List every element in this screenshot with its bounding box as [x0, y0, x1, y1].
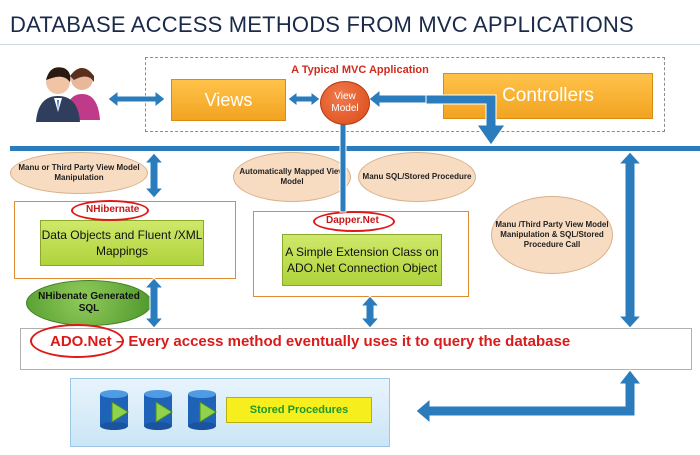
dapper-label: Dapper.Net: [326, 215, 379, 226]
nhibernate-ado-arrow: [143, 277, 165, 329]
viewmodel-dapper-line: [339, 113, 347, 213]
manual-viewmodel-ellipse: Manu or Third Party View Model Manipulat…: [10, 152, 148, 194]
users-icon: [28, 62, 108, 122]
manual-sql-ellipse: Manu SQL/Stored Procedure: [358, 152, 476, 202]
controllers-bus-arrow: [425, 94, 506, 146]
view-model-circle: View Model: [320, 81, 370, 125]
data-bus-bar: [10, 146, 700, 151]
database-icon: [98, 388, 134, 430]
ado-net-strip: [20, 328, 692, 370]
database-icon: [142, 388, 178, 430]
mvc-application-label: A Typical MVC Application: [291, 64, 429, 76]
nhibernate-highlight-ring: [71, 200, 149, 221]
auto-mapped-ellipse: Automatically Mapped View Model: [233, 152, 351, 202]
users-views-arrow: [107, 89, 166, 109]
ado-net-highlight-ring: [30, 324, 124, 358]
nhibernate-mappings-box: Data Objects and Fluent /XML Mappings: [40, 220, 204, 266]
ado-net-text: – Every access method eventually uses it…: [111, 333, 571, 350]
manual-third-party-ellipse: Manu /Third Party View Model Manipulatio…: [491, 196, 613, 274]
nhibernate-label: NHibernate: [86, 204, 140, 215]
dapper-extension-box: A Simple Extension Class on ADO.Net Conn…: [282, 234, 442, 286]
stored-procedures-box: Stored Procedures: [226, 397, 372, 423]
dapper-ado-arrow: [359, 295, 381, 329]
title-divider: [0, 44, 700, 45]
database-icon: [186, 388, 222, 430]
manual-nhibernate-arrow: [143, 152, 165, 199]
views-viewmodel-arrow: [287, 90, 321, 108]
dapper-highlight-ring: [313, 211, 395, 232]
views-box: Views: [171, 79, 286, 121]
right-bus-arrow: [617, 151, 643, 329]
page-title: DATABASE ACCESS METHODS FROM MVC APPLICA…: [10, 12, 634, 37]
ado-storedprocs-arrow: [415, 369, 643, 425]
